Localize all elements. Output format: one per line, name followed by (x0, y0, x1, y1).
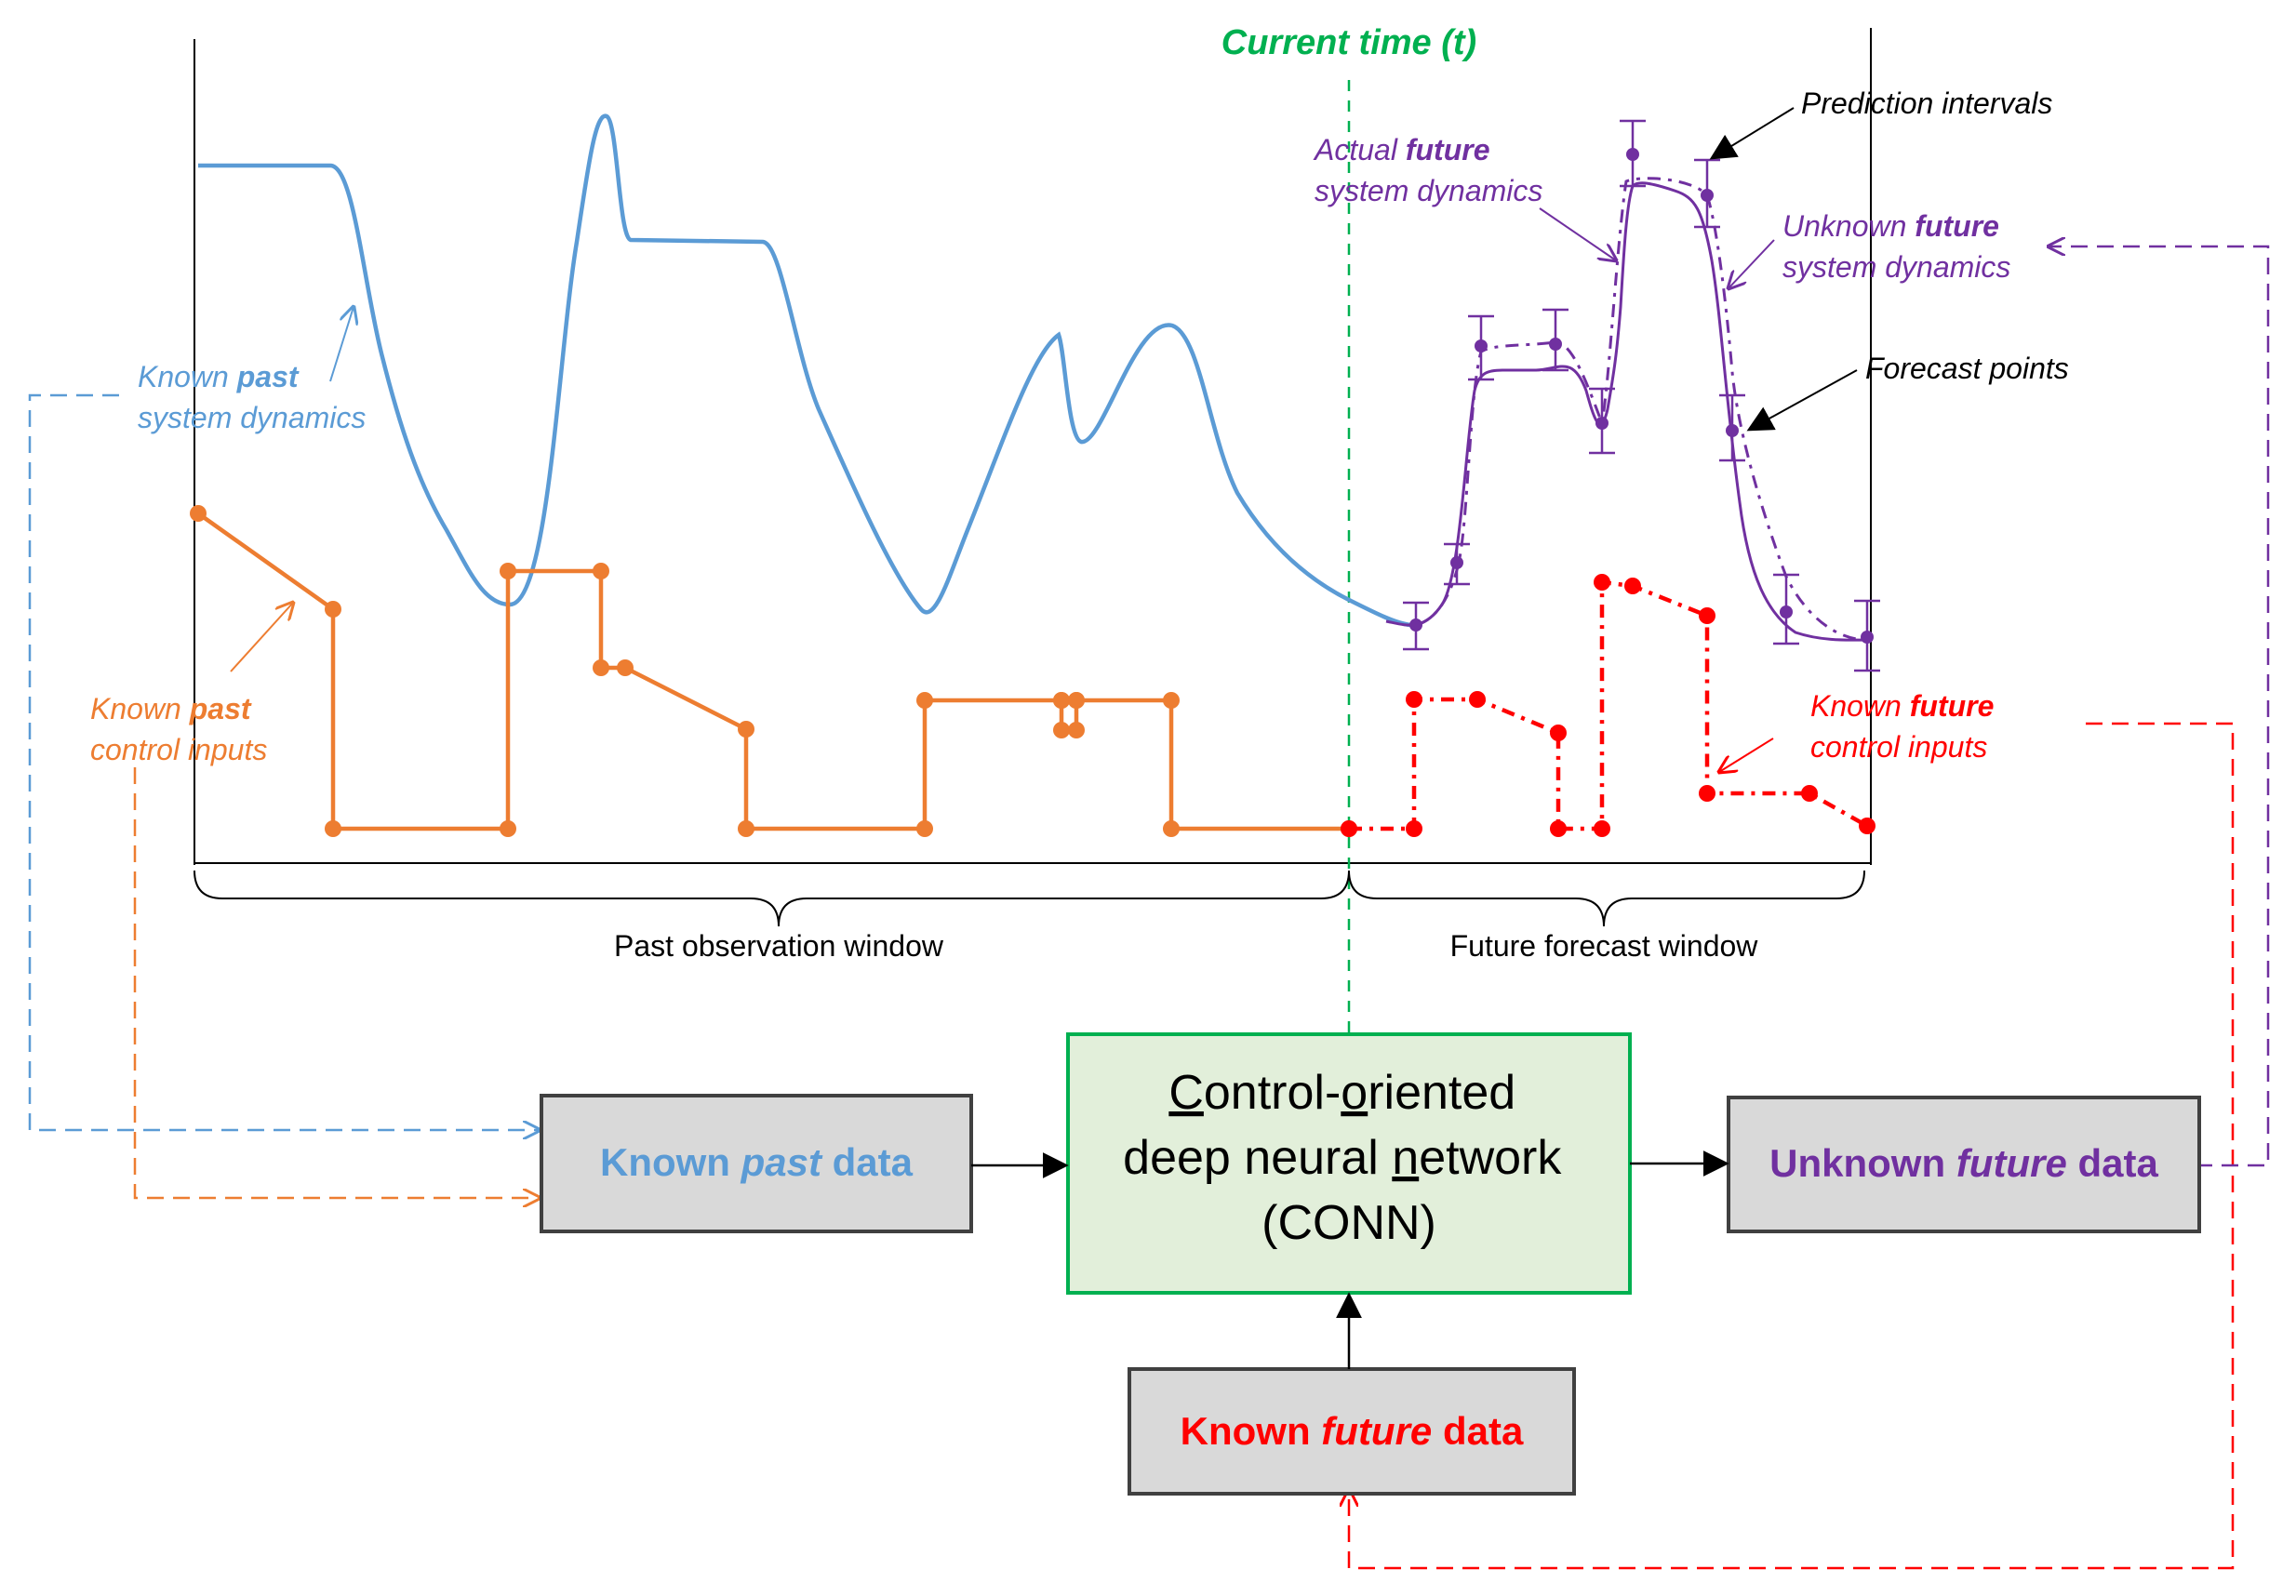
past-inputs-line (190, 505, 1357, 837)
past-dynamics-feed-line (28, 393, 540, 1130)
forecast-point-2 (1450, 556, 1463, 569)
forecast-point-5 (1595, 417, 1609, 430)
forecast-points-group (1409, 148, 1874, 644)
forecast-point-4 (1549, 338, 1562, 351)
forecast-point-8 (1726, 424, 1739, 437)
forecast-points-label: Forecast points (1865, 352, 2069, 385)
unknown-future-dynamics-pointer (1729, 239, 1775, 288)
future-window-brace (1348, 870, 1865, 927)
forecast-point-1 (1409, 618, 1422, 632)
known-past-inputs-pointer (230, 603, 293, 672)
known-past-dynamics-label: Known past system dynamics (138, 360, 366, 434)
known-future-inputs-pointer (1719, 738, 1774, 772)
forecast-point-6 (1626, 148, 1639, 161)
past-dynamics-curve (198, 113, 1411, 628)
unknown-future-dynamics-label: Unknown future system dynamics (1782, 209, 2010, 284)
known-past-data-label: Known past data (600, 1140, 914, 1184)
unknown-future-data-box (1727, 1096, 2201, 1233)
known-future-inputs-label: Known future control inputs (1810, 689, 2002, 764)
known-past-inputs-label: Known past control inputs (90, 692, 267, 766)
future-inputs-line (1341, 574, 1876, 837)
conn-label: Control-oriented deep neural network (CO… (1123, 1066, 1575, 1250)
current-time-label: Current time (t) (1221, 23, 1476, 62)
prediction-intervals-pointer (1709, 107, 1795, 160)
past-window-label: Past observation window (614, 929, 944, 963)
forecast-points-pointer (1746, 369, 1858, 432)
known-future-data-box (1128, 1367, 1576, 1496)
past-window-brace (194, 870, 1350, 927)
unknown-future-data-label: Unknown future data (1769, 1141, 2158, 1185)
actual-future-dynamics-pointer (1539, 207, 1616, 260)
known-future-data-label: Known future data (1181, 1409, 1524, 1453)
forecast-dynamics-curve (1416, 177, 1868, 642)
forecast-point-9 (1780, 605, 1793, 618)
future-inputs-feed-line (1349, 722, 2235, 1570)
actual-future-dynamics-label: Actual future system dynamics (1313, 133, 1542, 207)
forecast-point-3 (1475, 339, 1488, 352)
prediction-interval-bars (1403, 119, 1880, 672)
conn-box (1066, 1032, 1632, 1295)
prediction-intervals-label: Prediction intervals (1801, 86, 2052, 120)
future-dynamics-feed-line (2049, 246, 2270, 1167)
past-inputs-feed-line (133, 767, 540, 1198)
forecast-point-10 (1861, 631, 1874, 644)
future-window-label: Future forecast window (1450, 929, 1759, 963)
forecast-point-7 (1701, 189, 1714, 202)
known-past-dynamics-pointer (329, 307, 354, 382)
known-past-data-box (540, 1094, 973, 1233)
